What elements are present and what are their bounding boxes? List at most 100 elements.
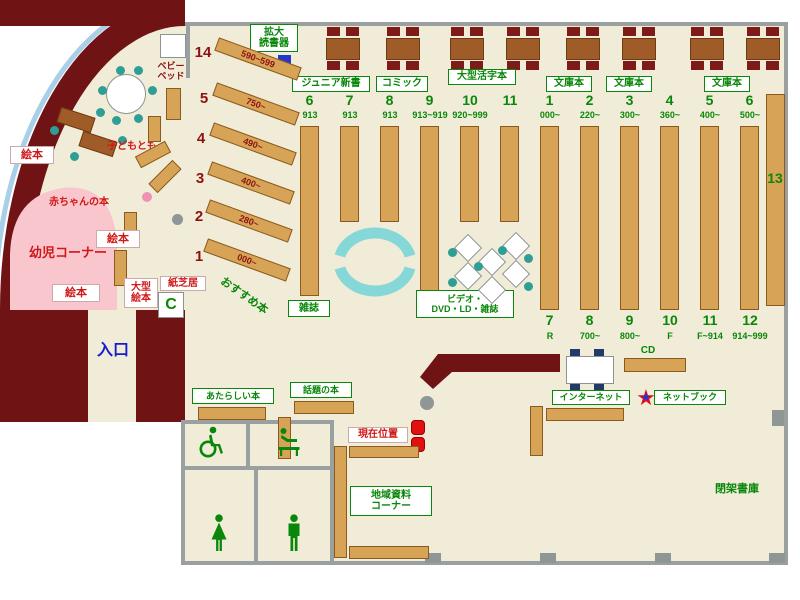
entrance-wall-left	[0, 310, 88, 422]
wall-right	[784, 22, 788, 565]
shelf-number: 6	[745, 91, 754, 108]
shelf-number: 4	[665, 91, 674, 108]
shelf-number: 9	[625, 311, 634, 328]
chair	[507, 61, 520, 70]
pillar	[540, 553, 556, 563]
bookshelf	[198, 407, 266, 420]
bookshelf	[114, 250, 127, 286]
stool	[498, 246, 507, 255]
chair	[766, 27, 779, 36]
label-internet: インターネット	[552, 390, 630, 405]
wall-restroom-divider	[254, 470, 258, 565]
chair	[470, 61, 483, 70]
label-kodomotomo: 子どもとも	[107, 140, 157, 152]
shelf-number: 9	[425, 91, 434, 108]
shelf-number: 3	[625, 91, 634, 108]
netbook-star-icon: ★	[636, 385, 656, 410]
man-icon	[283, 514, 305, 552]
shelf-number: 10	[462, 91, 478, 108]
shelf-number: 12	[742, 311, 758, 328]
stool	[474, 262, 483, 271]
chair	[346, 61, 359, 70]
label-netbook: ネットブック	[654, 390, 726, 405]
reading-table	[506, 38, 540, 60]
chair	[387, 61, 400, 70]
label-comic: コミック	[376, 76, 428, 92]
shelf-range: F	[667, 330, 673, 341]
bookshelf	[166, 88, 181, 120]
shelf-range: 220~	[579, 109, 601, 120]
bookshelf	[334, 446, 347, 558]
stool	[116, 66, 125, 75]
label-bunko-1: 文庫本	[546, 76, 592, 92]
label-large-print: 大型活字本	[448, 69, 516, 85]
shelf-range: 914~999	[732, 330, 768, 341]
chair	[642, 27, 655, 36]
stool	[50, 126, 59, 135]
label-topic-books: 話題の本	[290, 382, 352, 398]
bookshelf	[546, 408, 624, 421]
label-ehon-2: 絵本	[96, 230, 140, 248]
stool	[112, 116, 121, 125]
label-large-ehon: 大型 絵本	[124, 278, 158, 308]
shelf-range: 913~919	[412, 109, 448, 120]
label-bunko-3: 文庫本	[704, 76, 750, 92]
chair	[586, 61, 599, 70]
shelf-number: 11	[502, 91, 518, 108]
label-baby-bed: ベビー ベッド	[157, 60, 185, 81]
bookshelf	[148, 116, 161, 142]
internet-table	[566, 356, 614, 384]
label-magnifying-reader: 拡大 読書器	[250, 24, 298, 52]
chair	[470, 27, 483, 36]
wall-restroom-left	[181, 420, 185, 565]
shelf-number: 11	[702, 311, 718, 328]
chair	[586, 27, 599, 36]
chair	[766, 61, 779, 70]
shelf-range: 400~	[699, 109, 721, 120]
bookshelf	[620, 126, 639, 310]
service-counter	[420, 354, 560, 389]
chair	[346, 27, 359, 36]
shelf-number: 5	[705, 91, 714, 108]
reading-table	[622, 38, 656, 60]
column	[420, 396, 434, 410]
label-closed-stacks: 閉架書庫	[715, 483, 759, 496]
shelf-range: 360~	[659, 109, 681, 120]
chair	[507, 27, 520, 36]
bookshelf	[349, 446, 419, 458]
shelf-number: 8	[385, 91, 394, 108]
chair	[623, 27, 636, 36]
stool	[98, 86, 107, 95]
shelf-range: 800~	[619, 330, 641, 341]
bookshelf	[300, 126, 319, 296]
reading-table	[386, 38, 420, 60]
current-location-marker	[411, 420, 425, 435]
stool	[448, 248, 457, 257]
bookshelf-13	[766, 94, 785, 306]
bookshelf	[740, 126, 759, 310]
entrance-wall-right	[136, 310, 185, 422]
shelf-number-14: 14	[194, 44, 212, 62]
stool	[134, 66, 143, 75]
wall-restroom-middle	[181, 466, 334, 470]
shelf-range: 920~999	[452, 109, 488, 120]
shelf-number: 6	[305, 91, 314, 108]
stool	[524, 254, 533, 263]
chair	[567, 61, 580, 70]
label-current-location: 現在位置	[348, 427, 408, 443]
stool	[70, 152, 79, 161]
label-baby-books: 赤ちゃんの本	[49, 196, 109, 208]
bookshelf	[500, 126, 519, 222]
pillar	[655, 553, 671, 563]
shelf-number-2: 2	[194, 208, 204, 226]
bookshelf	[420, 126, 439, 296]
chair	[691, 61, 704, 70]
column	[172, 214, 183, 225]
chair	[451, 27, 464, 36]
wheelchair-icon	[198, 426, 224, 458]
reading-table	[566, 38, 600, 60]
stool	[118, 136, 127, 145]
chair	[526, 27, 539, 36]
shelf-number: 8	[585, 311, 594, 328]
baby-bed	[160, 34, 186, 58]
